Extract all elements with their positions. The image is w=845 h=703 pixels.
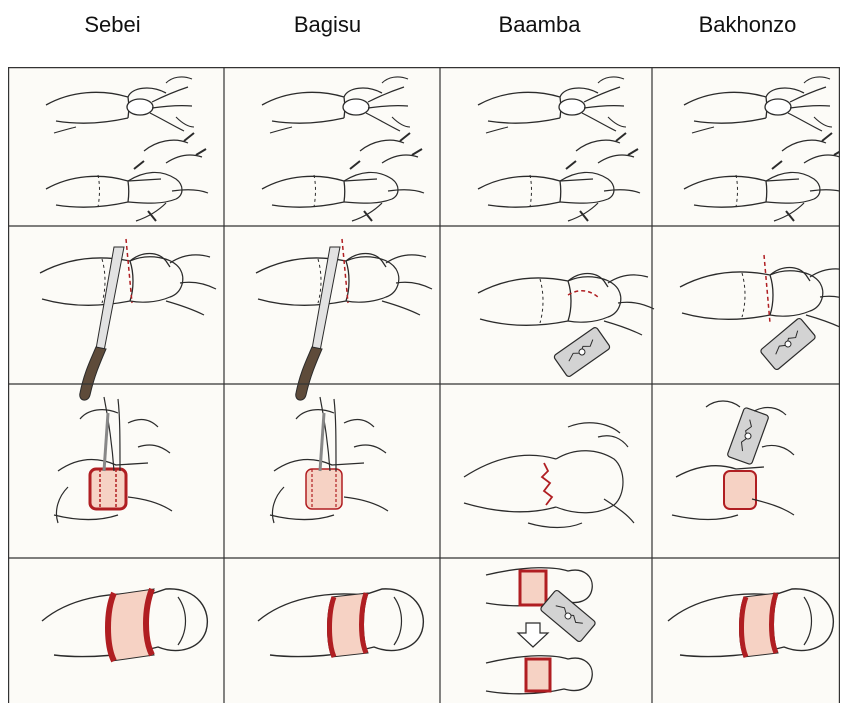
column-title-bakhonzo: Bakhonzo: [640, 12, 845, 38]
column-title-sebei: Sebei: [5, 12, 220, 38]
column-title-baamba: Baamba: [432, 12, 647, 38]
column-title-bagisu: Bagisu: [220, 12, 435, 38]
column-header-row: Sebei Bagisu Baamba Bakhonzo: [0, 0, 845, 60]
illustration-grid: [8, 67, 840, 703]
